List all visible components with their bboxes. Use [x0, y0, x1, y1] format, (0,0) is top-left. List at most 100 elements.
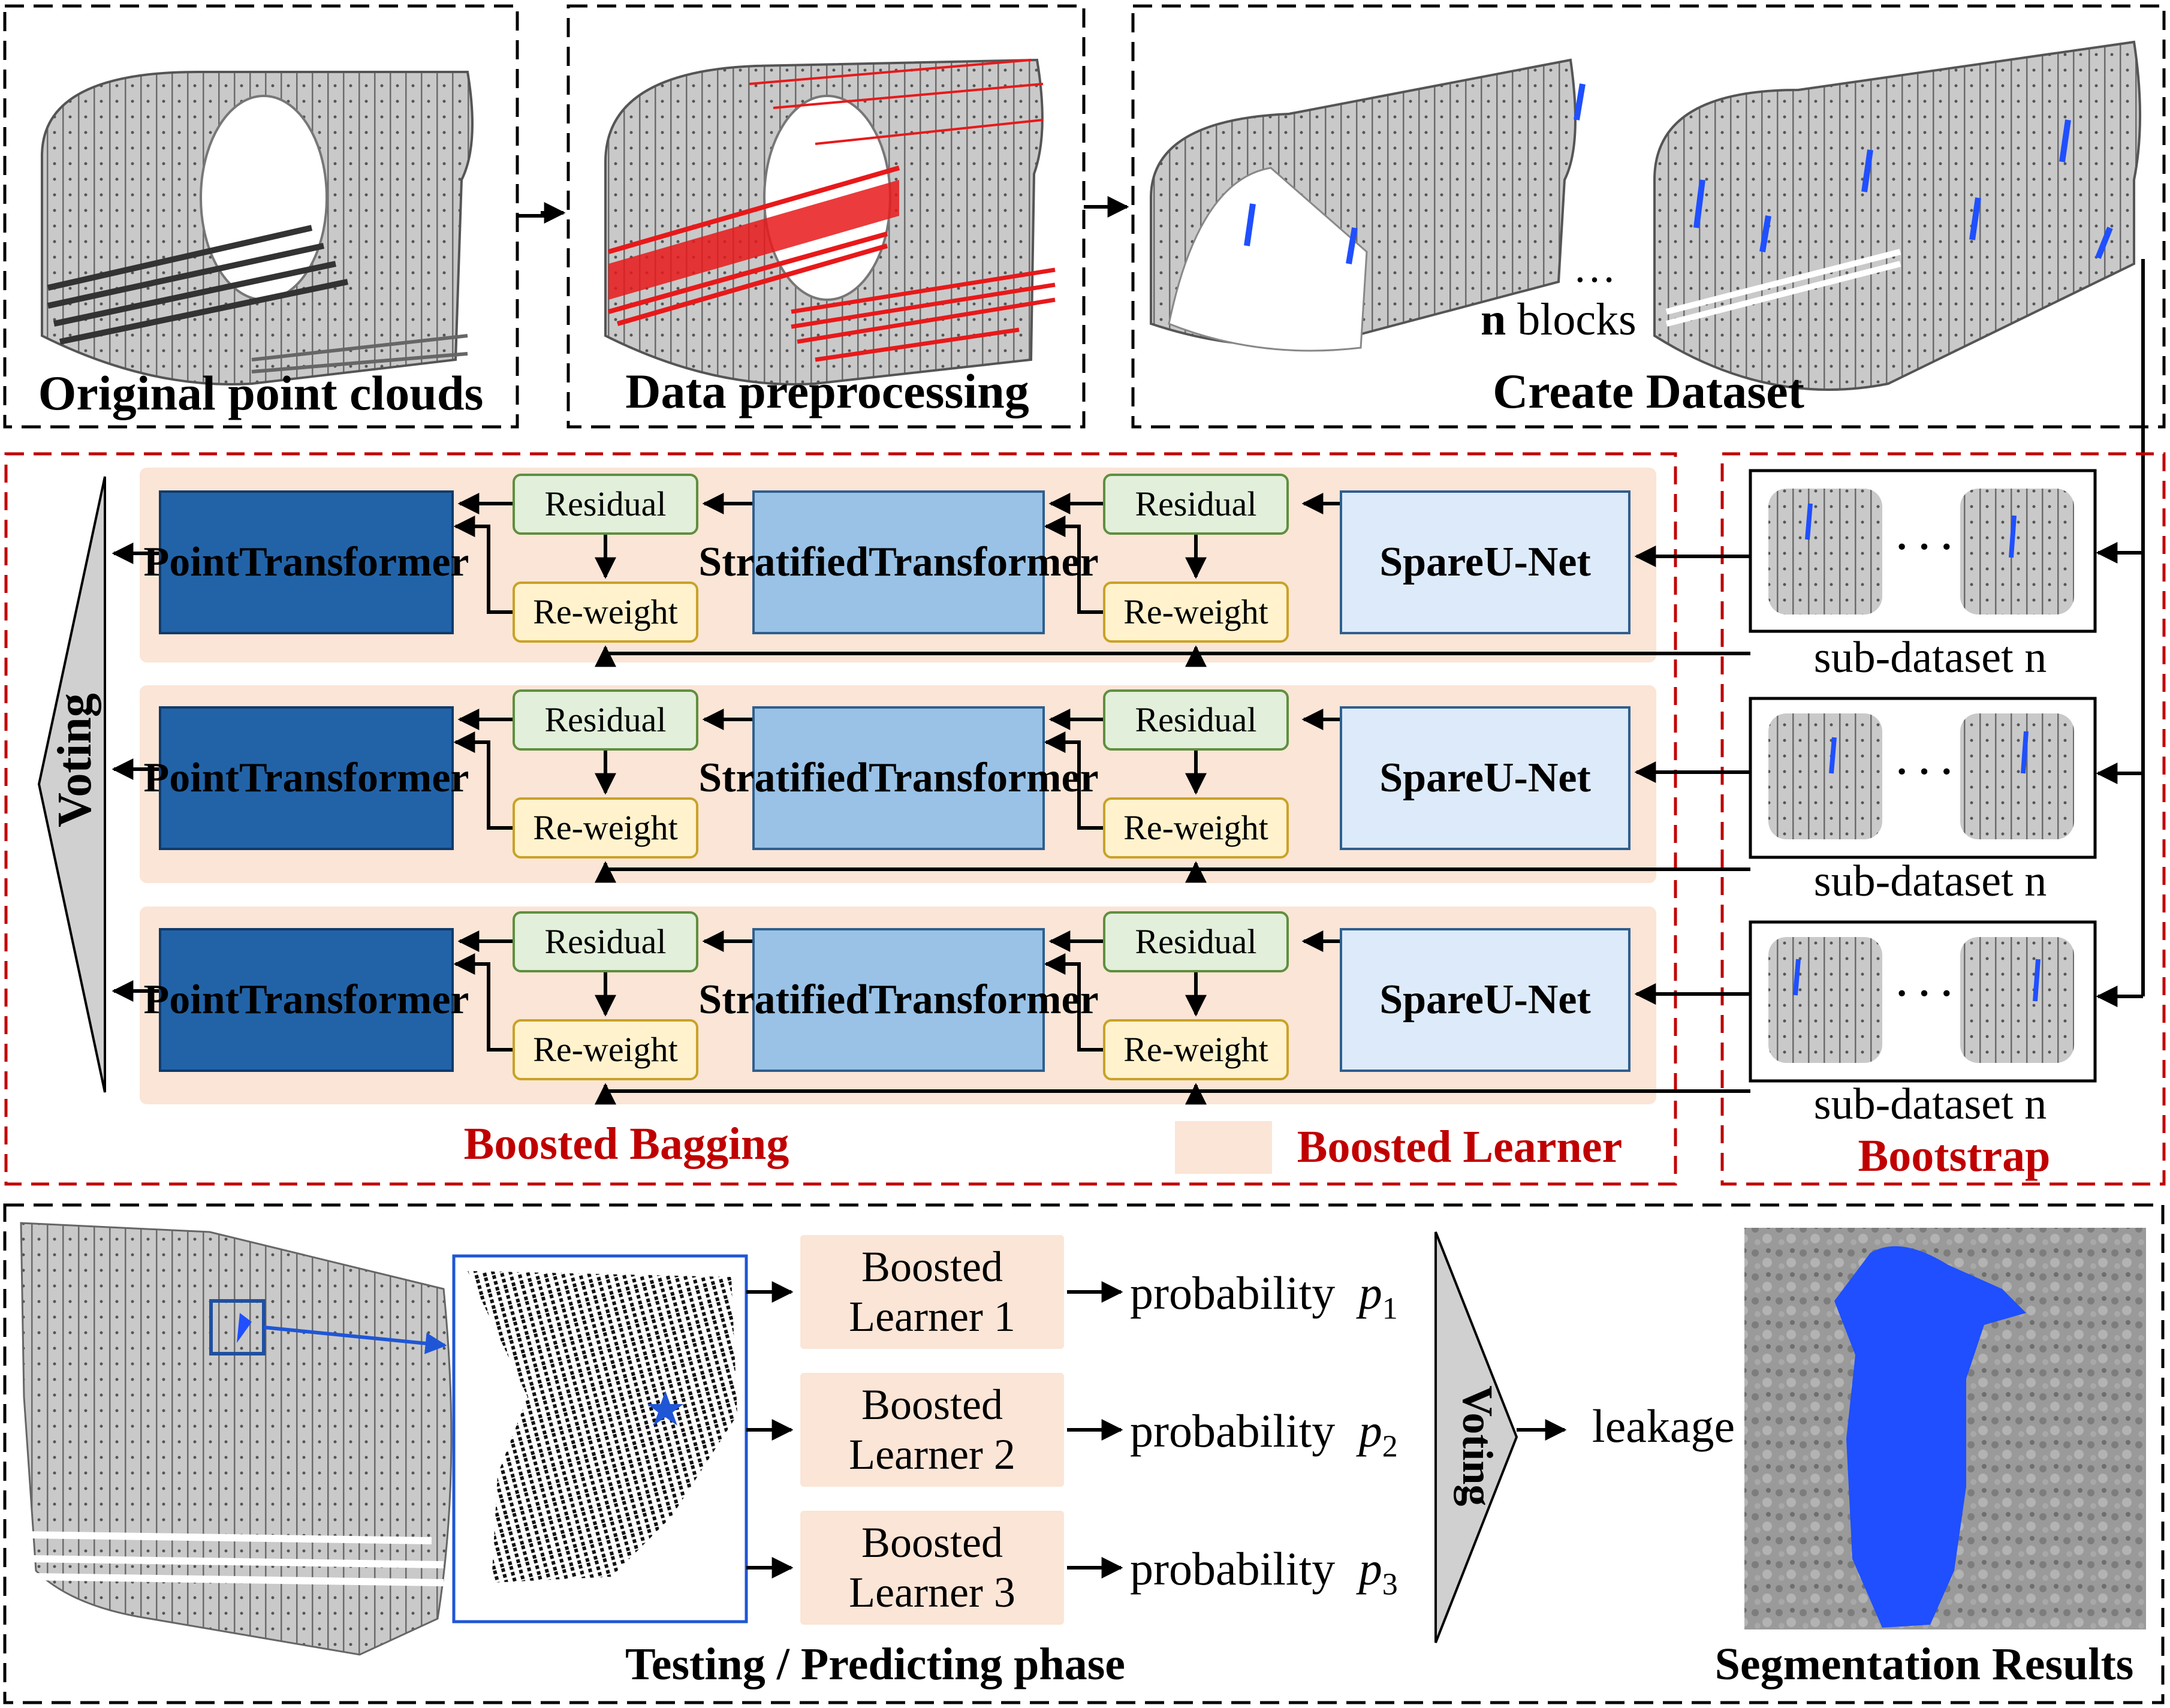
point-transformer-3-line2: Transformer	[239, 976, 469, 1023]
stratified-transformer-1-line1: Stratified	[698, 538, 869, 585]
leakage-label: leakage	[1592, 1400, 1735, 1452]
bootstrap-label: Bootstrap	[1858, 1131, 2051, 1181]
residual-2b: Residual	[1103, 689, 1289, 751]
p-symbol-1: p	[1358, 1267, 1382, 1319]
preprocess-frame	[566, 4, 1086, 429]
preprocess-label: Data preprocessing	[625, 364, 1029, 418]
arrow-rw-to-strat-3	[1044, 953, 1103, 1052]
probability-word-1: probability	[1130, 1267, 1336, 1319]
arrow-rw-to-strat-2	[1044, 731, 1103, 830]
subdataset-label-3: sub-dataset n	[1813, 1080, 2047, 1129]
testing-frame	[3, 1203, 2165, 1704]
spare-unet-3-line1: Spare	[1379, 976, 1484, 1023]
boosted-learner-box-1: Boosted Learner 1	[800, 1235, 1064, 1349]
dataset-block-1-image	[1150, 58, 1586, 352]
stratified-transformer-2-line2: Transformer	[869, 754, 1099, 801]
spare-unet-2-line1: Spare	[1379, 754, 1484, 801]
p-symbol-3: p	[1358, 1543, 1382, 1595]
boosted-bagging-frame	[4, 452, 1677, 1186]
subdataset-label-1: sub-dataset n	[1813, 633, 2047, 682]
point-transformer-3-line1: Point	[143, 976, 239, 1023]
stratified-transformer-1-line2: Transformer	[869, 538, 1099, 585]
boosted-learner-label: Boosted Learner	[1297, 1122, 1623, 1172]
reweight-2b: Re-weight	[1103, 797, 1289, 858]
p-sub-3: 3	[1382, 1567, 1398, 1602]
spare-unet-1-line1: Spare	[1379, 538, 1484, 585]
feedback-line-a-3	[595, 1083, 1750, 1105]
stratified-transformer-2-line1: Stratified	[698, 754, 869, 801]
subdataset-box-1	[1749, 469, 2097, 633]
dataset-ellipsis: …	[1573, 243, 1616, 291]
voting-label-middle: Voting	[49, 693, 101, 827]
residual-1b: Residual	[1103, 474, 1289, 535]
bootstrap-frame	[1720, 452, 2166, 1186]
probability-label-2: probability p2	[1130, 1408, 1398, 1463]
point-transformer-1-line1: Point	[143, 538, 239, 585]
arrow-rw-to-strat-1	[1044, 516, 1103, 614]
stratified-transformer-3-line2: Transformer	[869, 976, 1099, 1023]
reweight-1a: Re-weight	[513, 582, 698, 643]
arrow-rw-to-point-2	[453, 731, 513, 830]
arrow-rw-to-point-1	[453, 516, 513, 614]
thumb-ellipsis-2: · · ·	[1895, 750, 1954, 793]
arrow-rw-to-point-3	[453, 953, 513, 1052]
p-sub-2: 2	[1382, 1429, 1398, 1464]
probability-label-3: probability p3	[1130, 1546, 1398, 1601]
reweight-3a: Re-weight	[513, 1019, 698, 1080]
probability-word-2: probability	[1130, 1405, 1336, 1457]
p-sub-1: 1	[1382, 1291, 1398, 1326]
spare-unet-2-line2: U-Net	[1483, 754, 1591, 801]
feedback-line-a-2	[595, 861, 1750, 883]
point-transformer-2-line2: Transformer	[239, 754, 469, 801]
boosted-learner-box-2: Boosted Learner 2	[800, 1373, 1064, 1487]
residual-2a: Residual	[513, 689, 698, 751]
boosted-learner-legend-swatch	[1175, 1121, 1272, 1174]
probability-word-3: probability	[1130, 1543, 1336, 1595]
n-blocks-label: n blocks	[1481, 297, 1636, 342]
dataset-block-n-image	[1653, 40, 2141, 391]
testing-label: Testing / Predicting phase	[625, 1639, 1125, 1689]
original-label: Original point clouds	[38, 366, 484, 420]
subdataset-label-2: sub-dataset n	[1813, 857, 2047, 906]
voting-triangle-middle	[37, 476, 106, 1093]
blocks-word: blocks	[1517, 294, 1636, 345]
subdataset-box-2	[1749, 697, 2097, 859]
voting-triangle-bottom	[1434, 1231, 1518, 1643]
voting-label-bottom: Voting	[1454, 1385, 1502, 1507]
n-bold: n	[1481, 294, 1506, 345]
residual-3b: Residual	[1103, 911, 1289, 972]
test-tunnel-image	[20, 1222, 453, 1656]
spare-unet-1-line2: U-Net	[1483, 538, 1591, 585]
zoom-inset-image	[452, 1254, 748, 1623]
residual-3a: Residual	[513, 911, 698, 972]
point-transformer-2-line1: Point	[143, 754, 239, 801]
tunnel-original-image	[41, 71, 474, 385]
thumb-ellipsis-3: · · ·	[1895, 972, 1954, 1014]
feedback-line-a-1	[595, 645, 1750, 667]
boosted-learner-box-3: Boosted Learner 3	[800, 1511, 1064, 1625]
arrow-original-to-preprocess	[517, 202, 566, 224]
spare-unet-3-line2: U-Net	[1483, 976, 1591, 1023]
thumb-ellipsis-1: · · ·	[1895, 525, 1954, 568]
segmentation-result-image	[1744, 1228, 2146, 1629]
zoom-arrow	[263, 1326, 447, 1354]
subdataset-box-3	[1749, 920, 2097, 1083]
bottom-arrows	[746, 1281, 1123, 1579]
learner-arrows	[111, 493, 1750, 1105]
p-symbol-2: p	[1358, 1405, 1382, 1457]
point-transformer-1-line2: Transformer	[239, 538, 469, 585]
reweight-2a: Re-weight	[513, 797, 698, 858]
reweight-3b: Re-weight	[1103, 1019, 1289, 1080]
results-label: Segmentation Results	[1714, 1639, 2134, 1689]
tunnel-preprocessed-image	[604, 58, 1056, 385]
dataset-frame	[1131, 4, 2166, 429]
